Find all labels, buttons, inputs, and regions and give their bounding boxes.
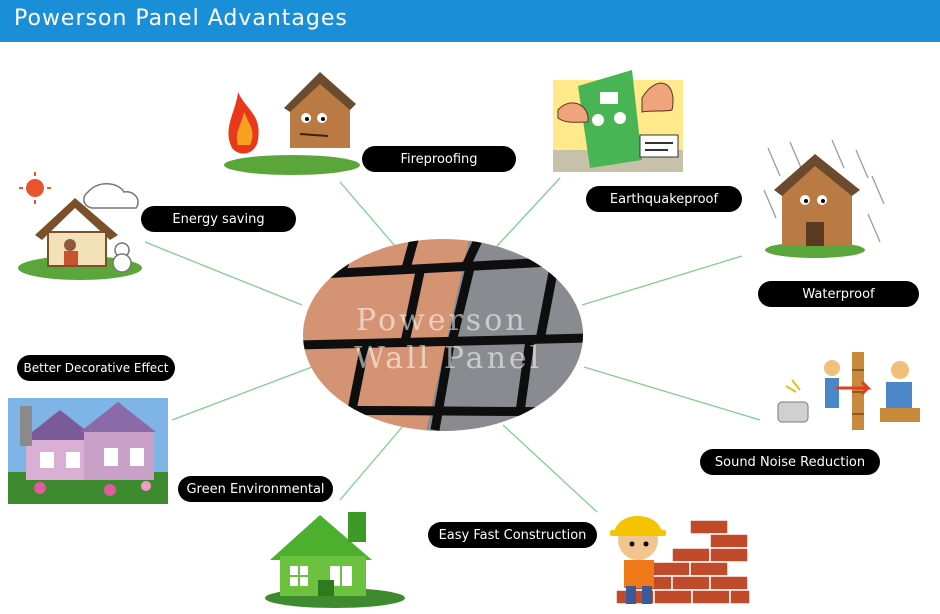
sound-barrier-icon	[777, 352, 920, 430]
strong-panel-icon	[553, 70, 683, 172]
connector-decorative	[171, 366, 313, 421]
label-better-decorative-effect: Better Decorative Effect	[17, 355, 175, 381]
label-green-environmental: Green Environmental	[178, 476, 333, 502]
connector-construction	[502, 424, 598, 513]
connector-energy-saving	[144, 241, 303, 306]
label-easy-fast-construction: Easy Fast Construction	[428, 522, 597, 548]
connector-lines	[144, 177, 761, 513]
green-house-icon	[265, 512, 405, 608]
connector-waterproof	[581, 255, 743, 306]
center-label-line1: Powerson	[356, 303, 528, 338]
center-label-line2: Wall Panel	[354, 341, 543, 376]
label-sound-noise-reduction: Sound Noise Reduction	[700, 449, 880, 475]
burning-house-icon	[224, 72, 360, 175]
header-bar: Powerson Panel Advantages	[0, 0, 940, 42]
label-earthquakeproof: Earthquakeproof	[586, 186, 742, 212]
label-fireproofing: Fireproofing	[362, 146, 516, 172]
label-waterproof: Waterproof	[758, 281, 919, 307]
warm-house-icon	[18, 172, 142, 280]
builder-bricks-icon	[610, 516, 751, 605]
rain-house-icon	[763, 139, 885, 258]
connector-earthquakeproof	[496, 177, 561, 247]
connector-sound	[583, 366, 761, 421]
connector-green	[339, 425, 404, 501]
decorated-house-photo	[8, 398, 168, 504]
label-energy-saving: Energy saving	[141, 206, 296, 232]
connector-fireproofing	[339, 181, 396, 247]
wall-panel-oval	[303, 239, 583, 431]
page-title: Powerson Panel Advantages	[14, 6, 348, 31]
